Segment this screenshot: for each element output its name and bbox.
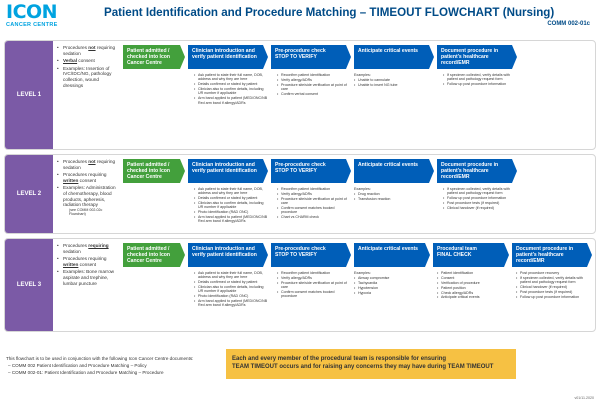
step-document-procedure: Document procedure in patient's healthca… [437,45,517,69]
anticipate-details: Examples: Drug reactionTransfusion react… [354,187,430,202]
reference-procedure: – COMM 002-01: Patient Identification an… [8,370,164,375]
criteria-item: Verbal consent [57,58,119,64]
criteria-item: Procedures not requiring sedation [57,45,119,56]
preprocedure-details: Reconfirm patient identificationVerify a… [277,271,351,299]
footer-references: This flowchart is to be used in conjunct… [6,355,193,376]
document-details: If specimen collected, verify details wi… [443,187,519,211]
step-document-procedure: Document procedure in patient's healthca… [437,159,517,183]
step-anticipate-events: Anticipate critical events [354,45,434,69]
document-details: Post procedure recoveryIf specimen colle… [516,271,592,300]
level-criteria: Procedures not requiring sedation Proced… [57,159,119,218]
step-clinician-id: Clinician introduction and verify patien… [188,159,268,183]
anticipate-details: Examples: Airway compromiseTachycardiaHy… [354,271,426,295]
version-reference: v01/11.2020 [574,396,594,400]
level-label: LEVEL 1 [5,41,53,149]
step-anticipate-events: Anticipate critical events [354,159,434,183]
level-label: LEVEL 2 [5,155,53,233]
anticipate-details: Examples: Unable to cannulateUnable to i… [354,73,430,88]
step-document-procedure: Document procedure in patient's healthca… [512,243,592,267]
level-1-row: LEVEL 1 Procedures not requiring sedatio… [4,40,596,150]
criteria-item: Examples: Administration of chemotherapy… [57,185,119,216]
preprocedure-details: Reconfirm patient identificationVerify a… [277,73,351,97]
level-3-row: LEVEL 3 Procedures requiring sedation Pr… [4,238,596,332]
step-anticipate-events: Anticipate critical events [354,243,430,267]
criteria-item: Procedures requiring written consent [57,172,119,183]
step-clinician-id: Clinician introduction and verify patien… [188,243,268,267]
criteria-item: Procedures requiring written consent [57,256,119,267]
document-details: If specimen collected, verify details wi… [443,73,519,87]
final-check-details: Patient identificationConsentVerificatio… [437,271,509,300]
criteria-item: Procedures not requiring sedation [57,159,119,170]
level-criteria: Procedures not requiring sedation Verbal… [57,45,119,90]
logo-subtitle: CANCER CENTRE [6,22,58,28]
criteria-item: Examples: Bone marrow aspirate and treph… [57,269,119,286]
logo-wordmark: ICON [6,1,58,23]
icon-logo: ICON CANCER CENTRE [6,1,58,29]
criteria-item: Procedures requiring sedation [57,243,119,254]
clinician-details: Ask patient to state their full name, DO… [194,73,268,105]
page-title: Patient Identification and Procedure Mat… [104,6,555,19]
clinician-details: Ask patient to state their full name, DO… [194,187,268,224]
level-criteria: Procedures requiring sedation Procedures… [57,243,119,288]
reference-policy: – COMM 002 Patient Identification and Pr… [8,363,147,368]
criteria-item: Examples: Insertion of IVC/IDC/NG, patho… [57,66,119,88]
clinician-details: Ask patient to state their full name, DO… [194,271,268,308]
document-id: COMM 002-01c [547,21,590,27]
level-label: LEVEL 3 [5,239,53,331]
footer-intro: This flowchart is to be used in conjunct… [6,356,194,361]
step-clinician-id: Clinician introduction and verify patien… [188,45,268,69]
preprocedure-details: Reconfirm patient identificationVerify a… [277,187,351,220]
step-admitted: Patient admitted / checked into Icon Can… [123,243,185,267]
level-2-row: LEVEL 2 Procedures not requiring sedatio… [4,154,596,234]
team-timeout-banner: Each and every member of the procedural … [226,349,516,379]
step-admitted: Patient admitted / checked into Icon Can… [123,45,185,69]
step-admitted: Patient admitted / checked into Icon Can… [123,159,185,183]
